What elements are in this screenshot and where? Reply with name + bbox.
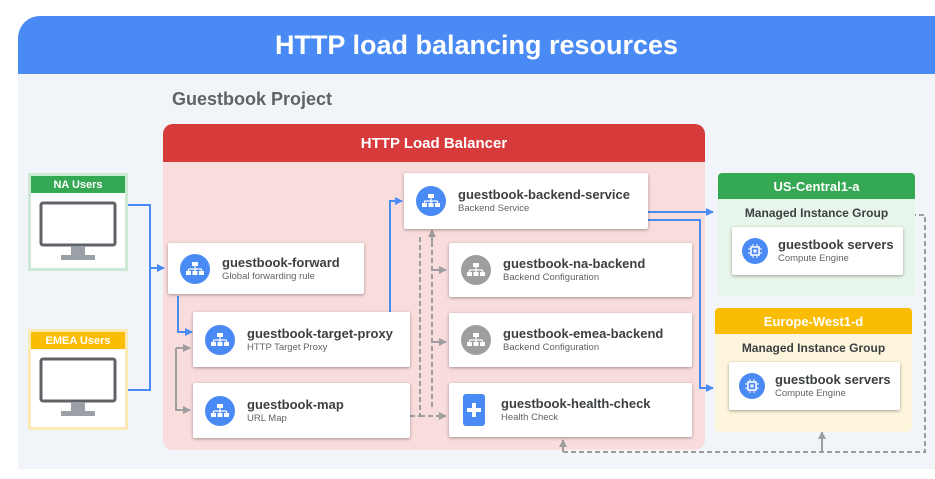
map-proxy-connector xyxy=(175,348,191,414)
us-servers-card[interactable]: guestbook servers Compute Engine xyxy=(732,227,903,275)
health-check-type: Health Check xyxy=(501,412,559,423)
forwarding-rule-type: Global forwarding rule xyxy=(222,270,315,282)
backend-service-card[interactable]: guestbook-backend-service Backend Servic… xyxy=(404,173,648,229)
emea-backend-name: guestbook-emea-backend xyxy=(503,326,664,341)
url-map-card[interactable]: guestbook-map URL Map xyxy=(193,383,410,438)
network-icon xyxy=(416,186,446,216)
us-servers-name: guestbook servers xyxy=(778,237,894,252)
health-check-card[interactable]: guestbook-health-check Health Check xyxy=(449,383,692,437)
target-proxy-type: HTTP Target Proxy xyxy=(247,341,328,353)
header-bar xyxy=(18,16,935,74)
emea-users-to-forward-connector xyxy=(128,268,151,391)
managed-instance-group-title: Managed Instance Group xyxy=(744,206,889,220)
network-icon xyxy=(461,325,491,355)
monitor-icon xyxy=(39,201,117,260)
map-to-backend-dashed-connector xyxy=(410,234,421,417)
backend-service-type: Backend Service xyxy=(458,203,530,214)
na-backend-name: guestbook-na-backend xyxy=(503,256,646,271)
emea-users-label: EMEA Users xyxy=(31,332,125,349)
url-map-name: guestbook-map xyxy=(247,396,344,412)
forwarding-rule-card[interactable]: guestbook-forward Global forwarding rule xyxy=(168,243,364,294)
network-icon xyxy=(180,253,210,284)
emea-backend-type: Backend Configuration xyxy=(503,342,600,353)
backend-to-eu-connector xyxy=(648,219,714,392)
emea-users-box: EMEA Users xyxy=(28,329,128,430)
managed-instance-group-title: Managed Instance Group xyxy=(741,341,886,355)
backend-service-name: guestbook-backend-service xyxy=(458,187,630,202)
na-backend-card[interactable]: guestbook-na-backend Backend Configurati… xyxy=(449,243,692,297)
target-proxy-card[interactable]: guestbook-target-proxy HTTP Target Proxy xyxy=(193,312,410,367)
compute-engine-icon xyxy=(742,238,768,264)
project-label: Guestbook Project xyxy=(172,89,333,109)
monitor-icon xyxy=(39,357,117,416)
proxy-to-backend-service-connector xyxy=(389,197,403,334)
health-check-icon xyxy=(463,394,485,426)
na-users-label: NA Users xyxy=(31,176,125,193)
compute-engine-icon xyxy=(739,373,765,399)
network-icon xyxy=(205,395,235,426)
emea-backend-card[interactable]: guestbook-emea-backend Backend Configura… xyxy=(449,313,692,367)
health-check-name: guestbook-health-check xyxy=(501,396,651,411)
us-central-region: US-Central1-a Managed Instance Group gue… xyxy=(718,173,915,296)
eu-servers-card[interactable]: guestbook servers Compute Engine xyxy=(729,362,900,410)
europe-west-region: Europe-West1-d Managed Instance Group gu… xyxy=(715,308,912,432)
network-icon xyxy=(205,324,235,355)
health-check-loop-connector xyxy=(563,214,926,453)
na-users-to-forward-connector xyxy=(128,204,165,272)
na-users-box: NA Users xyxy=(28,173,128,271)
forward-to-proxy-connector xyxy=(177,296,193,336)
us-servers-type: Compute Engine xyxy=(778,253,849,264)
forwarding-rule-name: guestbook-forward xyxy=(222,254,340,270)
network-icon xyxy=(461,255,491,285)
diagram-title: HTTP load balancing resources xyxy=(274,29,679,60)
url-map-type: URL Map xyxy=(247,412,287,424)
eu-servers-name: guestbook servers xyxy=(775,372,891,387)
load-balancer-title: HTTP Load Balancer xyxy=(163,124,705,162)
europe-west-label: Europe-West1-d xyxy=(715,308,912,334)
na-backend-type: Backend Configuration xyxy=(503,272,600,283)
eu-servers-type: Compute Engine xyxy=(775,388,846,399)
us-central-label: US-Central1-a xyxy=(718,173,915,199)
target-proxy-name: guestbook-target-proxy xyxy=(247,325,393,341)
